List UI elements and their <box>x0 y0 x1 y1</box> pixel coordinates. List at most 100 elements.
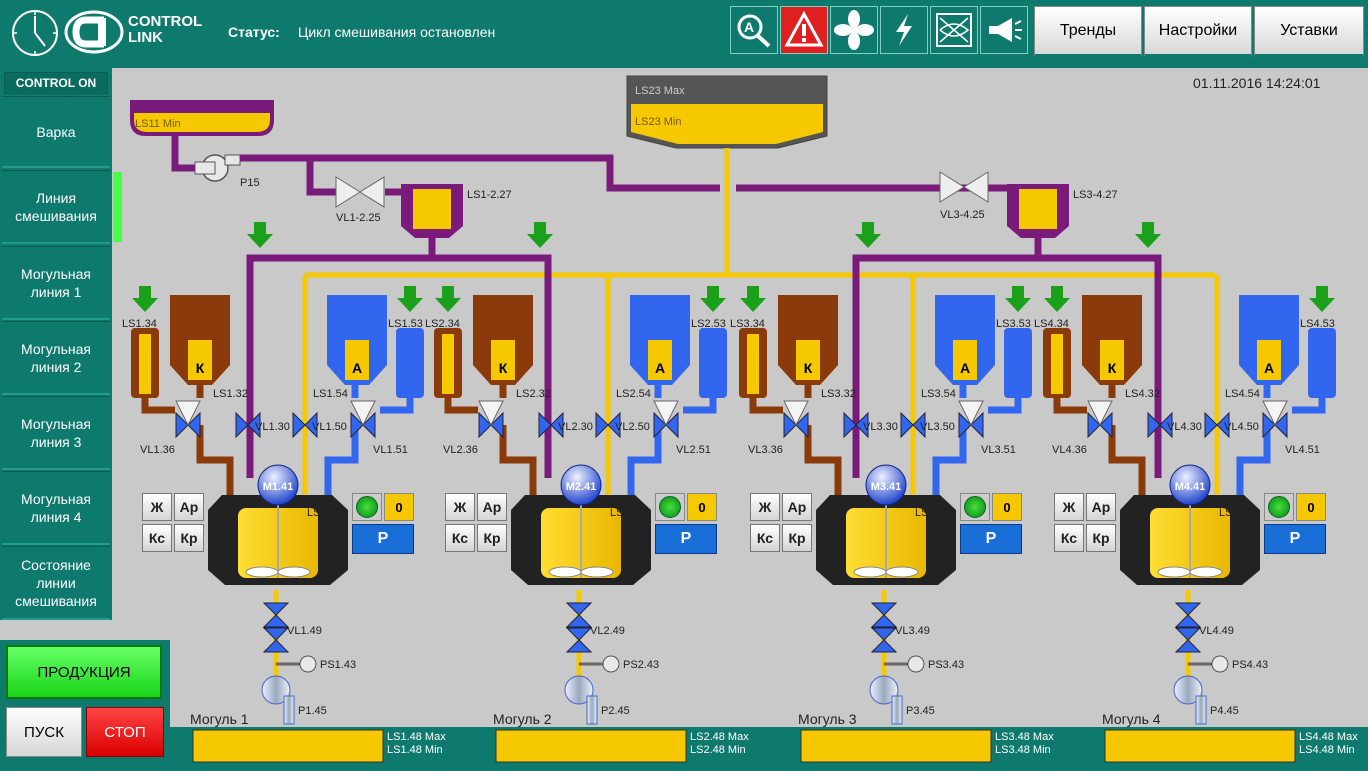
valve-y-1 <box>292 411 318 439</box>
valve-y-3 <box>900 411 926 439</box>
logo-icon <box>64 8 124 61</box>
pump-label-1: P1.45 <box>298 705 327 717</box>
mixer-4-btn-kr[interactable]: Кр <box>1086 524 1116 552</box>
vl-out-label-2: VL2.49 <box>590 625 625 637</box>
ls-a2-label-3: LS3.54 <box>921 388 956 400</box>
settings-button[interactable]: Настройки <box>1144 6 1252 58</box>
trends-button[interactable]: Тренды <box>1034 6 1142 58</box>
power-icon[interactable] <box>880 6 928 54</box>
search-icon[interactable]: A <box>730 6 778 54</box>
level-column-blue <box>1308 328 1336 398</box>
mixer-4-btn-ks[interactable]: Кс <box>1054 524 1084 552</box>
mode-button-2[interactable]: P <box>655 524 717 554</box>
sidebar-item-mogul-line-3[interactable]: Могульная линия 3 <box>2 396 110 470</box>
motor-label-1: M1.41 <box>263 481 294 493</box>
sidebar-item-mixing-line[interactable]: Линия смешивания <box>2 170 110 244</box>
alarm-icon[interactable] <box>780 6 828 54</box>
valve-k-1 <box>175 400 201 439</box>
filter-icon[interactable] <box>930 6 978 54</box>
vl1-2-25-label: VL1-2.25 <box>336 212 381 224</box>
mixer-2-btn-ar[interactable]: Ар <box>477 493 507 521</box>
valve-p-4 <box>1147 411 1173 439</box>
start-button[interactable]: ПУСК <box>6 707 82 757</box>
mixer-2-btn-ks[interactable]: Кс <box>445 524 475 552</box>
valve-out2-3 <box>870 627 898 653</box>
active-nav-marker <box>113 172 122 242</box>
valve-p-2 <box>538 411 564 439</box>
pump-label-3: P3.45 <box>906 705 935 717</box>
hopper-a-label-3: А <box>960 360 970 376</box>
level-column-blue <box>699 328 727 398</box>
arrow-down-icon <box>855 222 881 248</box>
valve-out2-4 <box>1174 627 1202 653</box>
sidebar-item-mixing-state[interactable]: Состояние линии смешивания <box>2 546 110 620</box>
level-column-brown <box>1043 328 1071 398</box>
valve-vl1-2-25 <box>335 176 385 208</box>
vl-a-label-3: VL3.51 <box>981 444 1016 456</box>
valve-y-2 <box>595 411 621 439</box>
sidebar-item-mogul-line-4[interactable]: Могульная линия 4 <box>2 471 110 545</box>
pump-3-icon <box>869 675 903 725</box>
arrow-down-icon <box>397 286 423 312</box>
arrow-down-icon <box>700 286 726 312</box>
valve-out-3 <box>870 602 898 628</box>
mixer-3-btn-kr[interactable]: Кр <box>782 524 812 552</box>
ls-k2-label-2: LS2.32 <box>516 388 551 400</box>
pump-2-icon <box>564 675 598 725</box>
sidebar-item-cooking[interactable]: Варка <box>2 96 110 168</box>
mode-button-4[interactable]: P <box>1264 524 1326 554</box>
vl-out-label-3: VL3.49 <box>895 625 930 637</box>
vl-a-label-2: VL2.51 <box>676 444 711 456</box>
horn-icon[interactable] <box>980 6 1028 54</box>
arrow-down-icon <box>1005 286 1031 312</box>
vl-p-label-3: VL3.30 <box>863 421 898 433</box>
sidebar-item-mogul-line-1[interactable]: Могульная линия 1 <box>2 246 110 320</box>
mixer-1-btn-kr[interactable]: Кр <box>174 524 204 552</box>
valve-k-4 <box>1087 400 1113 439</box>
mixer-4-btn-ar[interactable]: Ар <box>1086 493 1116 521</box>
status-led-4-icon <box>1264 493 1294 521</box>
arrow-down-icon <box>527 222 553 248</box>
ls-a2-label-1: LS1.54 <box>313 388 348 400</box>
mixer-1-btn-ar[interactable]: Ар <box>174 493 204 521</box>
motor-2-icon <box>560 464 602 506</box>
mixer-1-btn-ks[interactable]: Кс <box>142 524 172 552</box>
vl-y-label-2: VL2.50 <box>615 421 650 433</box>
clock-icon <box>10 8 60 63</box>
motor-label-2: M2.41 <box>566 481 597 493</box>
mixer-3-btn-zh[interactable]: Ж <box>750 493 780 521</box>
ls23-min-label: LS23 Min <box>635 116 681 128</box>
ls3-4-27-label: LS3-4.27 <box>1073 189 1118 201</box>
hopper-a-label-4: А <box>1264 360 1274 376</box>
motor-4-icon <box>1169 464 1211 506</box>
ls11-min-label: LS11 Min <box>135 118 181 130</box>
mode-button-3[interactable]: P <box>960 524 1022 554</box>
valve-vl3-4-25 <box>939 171 989 203</box>
status-led-2-icon <box>655 493 685 521</box>
mixer-2-btn-kr[interactable]: Кр <box>477 524 507 552</box>
fan-icon[interactable] <box>830 6 878 54</box>
stop-button[interactable]: СТОП <box>86 707 164 757</box>
vl3-4-25-label: VL3-4.25 <box>940 209 985 221</box>
vl-k-label-3: VL3.36 <box>748 444 783 456</box>
mixer-1-btn-zh[interactable]: Ж <box>142 493 172 521</box>
pump-p15-label: P15 <box>240 177 260 189</box>
mixer-counter-4: 0 <box>1296 493 1326 521</box>
mixer-3-btn-ks[interactable]: Кс <box>750 524 780 552</box>
valve-out2-2 <box>565 627 593 653</box>
sidebar-item-mogul-line-2[interactable]: Могульная линия 2 <box>2 321 110 395</box>
mixer-3-btn-ar[interactable]: Ар <box>782 493 812 521</box>
ls1-2-27-label: LS1-2.27 <box>467 189 512 201</box>
production-button[interactable]: ПРОДУКЦИЯ <box>6 645 162 699</box>
mixer-2-btn-zh[interactable]: Ж <box>445 493 475 521</box>
setpoints-button[interactable]: Уставки <box>1254 6 1364 58</box>
ls-k2-label-1: LS1.32 <box>213 388 248 400</box>
hopper-k-label-1: К <box>196 360 205 376</box>
valve-a-4 <box>1262 400 1288 439</box>
valve-a-3 <box>958 400 984 439</box>
mixer-4-btn-zh[interactable]: Ж <box>1054 493 1084 521</box>
valve-k-2 <box>478 400 504 439</box>
ps-label-3: PS3.43 <box>928 659 964 671</box>
mixer-2 <box>511 495 651 585</box>
mode-button-1[interactable]: P <box>352 524 414 554</box>
